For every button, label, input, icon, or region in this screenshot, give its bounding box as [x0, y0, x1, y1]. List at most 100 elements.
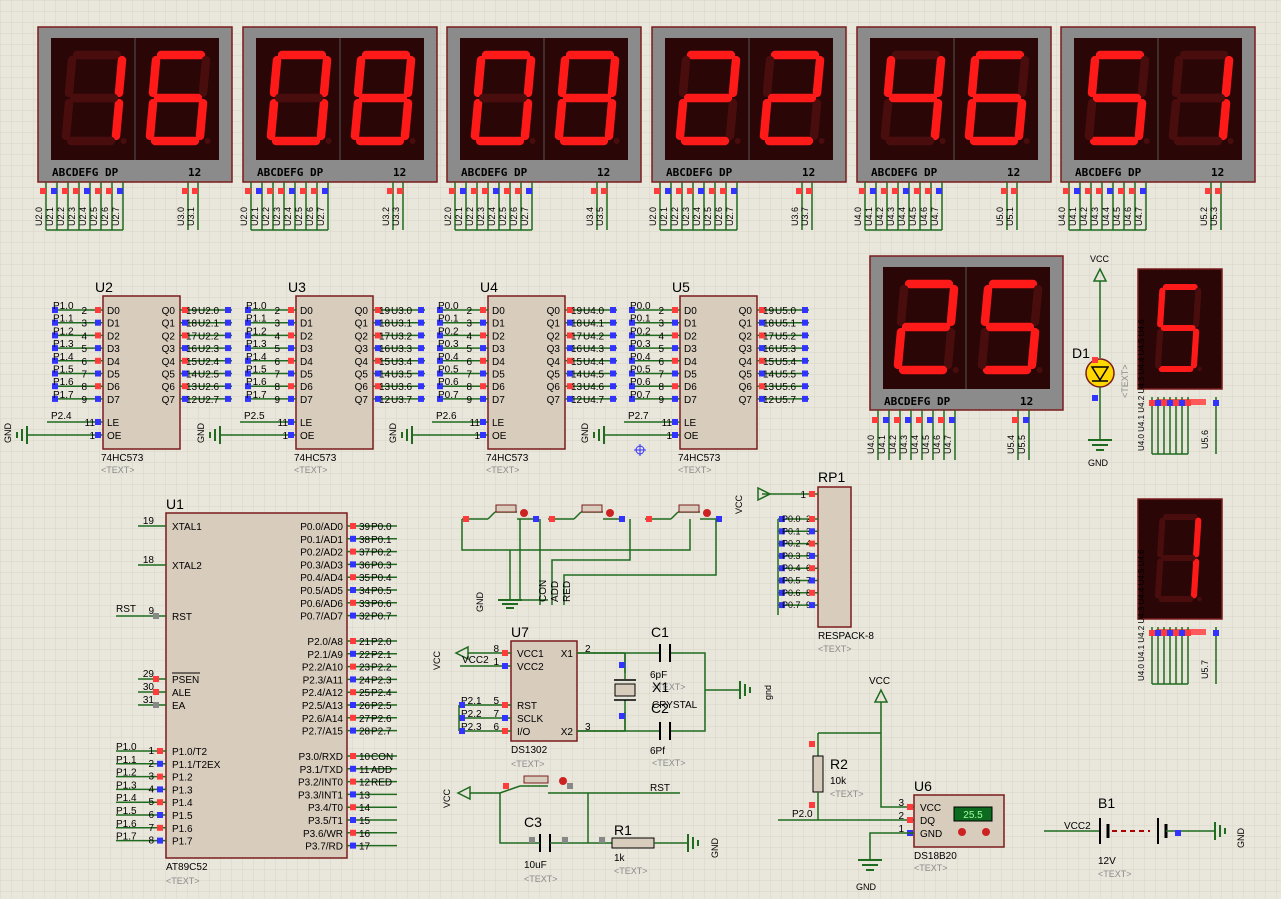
pin-state-marker [350, 561, 356, 568]
chip-part: 74HC573 [101, 453, 144, 464]
p0-net-label: P0.7 [371, 612, 392, 623]
output-net-label: U5.0 [775, 306, 797, 317]
r1-value: 1k [614, 853, 626, 864]
pin-name: RST [517, 701, 537, 712]
digit-ones [350, 50, 416, 146]
pin-number: 2 [274, 306, 280, 317]
pin-name: D6 [492, 382, 505, 393]
pin-state-marker [460, 188, 466, 194]
pin-number: 36 [359, 560, 371, 571]
diode-symbol [1090, 366, 1110, 382]
chip-ref: RP1 [818, 469, 845, 485]
pin-name: Q0 [547, 306, 561, 317]
pin-net-label: U4.2 [888, 435, 898, 454]
pin-name: P2.7/A15 [302, 727, 344, 738]
pin-state-marker [892, 188, 898, 194]
input-net-label: P1.1 [53, 314, 74, 325]
button-net-label: RED [562, 581, 573, 602]
pin-number: 16 [379, 344, 391, 355]
output-net-label: U3.0 [391, 306, 413, 317]
pin-net-label: U3.2 [381, 207, 391, 226]
push-button-2[interactable] [548, 504, 625, 522]
pin-name: P2.0/A8 [307, 637, 343, 648]
pin-number: 9 [658, 395, 664, 406]
pin-state-marker [802, 332, 808, 339]
pin-name: P3.6/WR [303, 829, 343, 840]
pin-number: 19 [379, 306, 391, 317]
pin-state-marker [95, 188, 101, 194]
digit [1154, 283, 1202, 373]
input-net-label: P0.4 [630, 352, 651, 363]
pin-state-marker [1155, 400, 1161, 406]
pin-name: D3 [300, 344, 313, 355]
push-button-3[interactable] [645, 504, 722, 522]
output-net-label: U3.2 [391, 331, 413, 342]
pin-state-marker [802, 345, 808, 352]
pin-net-label: U3.5 [595, 207, 605, 226]
push-button-1[interactable] [462, 504, 539, 522]
output-net-label: U5.3 [775, 344, 797, 355]
segment-strip-label: ABCDEFG DP [461, 166, 528, 179]
decrement-button[interactable] [958, 828, 966, 836]
rp-net-label: P0.1 [782, 526, 801, 536]
pin-net-label: U2.3 [681, 207, 691, 226]
pin-number: 17 [186, 331, 198, 342]
segment-f [980, 284, 993, 327]
pin-state-marker [779, 540, 785, 547]
digit-ones [145, 50, 211, 146]
pin-state-marker [437, 345, 443, 352]
input-net-label: P0.3 [630, 339, 651, 350]
text-placeholder: <TEXT> [101, 465, 135, 475]
pin-state-marker [1107, 188, 1113, 194]
pin-number: 18 [571, 319, 583, 330]
input-net-label: P1.4 [246, 352, 267, 363]
input-net-label: P1.7 [246, 390, 267, 401]
p1-net-label: P1.2 [116, 768, 137, 779]
pin-number: 8 [466, 382, 472, 393]
temperature-sensor-circuit[interactable]: VCCR210k<TEXT>P2.0U6DS18B20<TEXT>VCC3DQ2… [778, 676, 1005, 892]
pin-state-marker [62, 188, 68, 194]
pin-state-marker [567, 783, 573, 789]
input-net-label: P0.0 [438, 301, 459, 312]
pin-state-marker [1179, 630, 1185, 636]
pin-number: 18 [186, 319, 198, 330]
crystal-body [614, 683, 636, 697]
pin-net-label: U4.6 [1123, 207, 1133, 226]
decimal-point [1197, 596, 1202, 602]
chip-ref: U2 [95, 279, 113, 295]
pin-number: 10 [359, 752, 371, 763]
output-net-label: U5.7 [775, 395, 797, 406]
segment-f [967, 55, 980, 98]
pin-state-marker [779, 552, 785, 559]
segment-f [896, 284, 909, 327]
p2-net-label: P2.0 [371, 637, 392, 648]
mcu-at89c52[interactable]: U1AT89C52<TEXT>XTAL119XTAL218RST9PSEN29A… [116, 496, 397, 886]
pin-state-marker [567, 307, 573, 313]
pin-state-marker [375, 319, 381, 326]
increment-button[interactable] [982, 828, 990, 836]
pin-state-marker [802, 319, 808, 326]
pin-state-marker [95, 370, 101, 377]
pin-name: P0.5/AD5 [300, 586, 343, 597]
pin-name: Q5 [355, 370, 369, 381]
